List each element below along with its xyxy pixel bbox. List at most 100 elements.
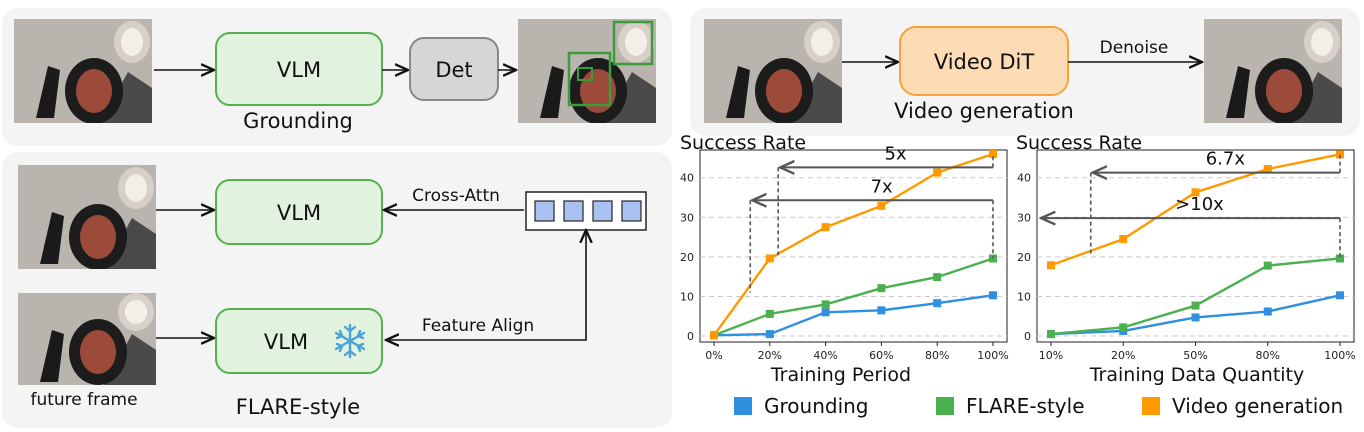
- detection-box: [577, 67, 593, 81]
- legend-label-grounding: Grounding: [764, 394, 869, 418]
- vlm-block-flare-main: VLM: [215, 179, 383, 245]
- series-line-flare: [713, 257, 994, 337]
- snowflake-icon: [334, 323, 366, 359]
- data-point-video: [1263, 165, 1272, 174]
- legend-label-video: Video generation: [1172, 394, 1343, 418]
- x-tick-label: 20%: [1111, 349, 1135, 362]
- future-token-array: [525, 191, 647, 231]
- legend: Grounding FLARE-style Video generation: [734, 394, 1343, 418]
- x-axis-title: Training Data Quantity: [1089, 364, 1305, 386]
- x-tick-label: 40%: [813, 349, 837, 362]
- data-point-grounding: [1263, 307, 1272, 316]
- scene-thumbnail-future-frame: [18, 293, 156, 385]
- x-tick-label: 100%: [977, 349, 1008, 362]
- feature-align-label: Feature Align: [422, 316, 534, 336]
- denoise-label: Denoise: [1100, 38, 1169, 58]
- data-point-video: [1191, 188, 1200, 197]
- y-tick-label: 0: [687, 330, 694, 343]
- y-tick-label: 20: [680, 251, 694, 264]
- token: [592, 200, 613, 222]
- speedup-label: 7x: [871, 176, 893, 197]
- chart-training-period: 0 10 20 30 40 0% 20% 40% 60% 80% 100% Success RateT…: [680, 132, 1009, 386]
- data-point-grounding: [1336, 291, 1344, 300]
- data-point-video: [1336, 150, 1344, 159]
- vlm-block-flare-frozen: VLM: [215, 308, 383, 374]
- x-axis-title: Training Period: [770, 364, 911, 386]
- data-point-video: [821, 223, 830, 232]
- data-point-flare: [1191, 301, 1200, 310]
- x-tick-label: 80%: [1256, 349, 1280, 362]
- data-point-flare: [1336, 254, 1344, 263]
- data-point-flare: [1263, 261, 1272, 270]
- vlm-label: VLM: [264, 330, 308, 354]
- data-point-grounding: [1191, 313, 1200, 322]
- vlm-block-grounding: VLM: [215, 32, 383, 106]
- y-tick-label: 10: [680, 290, 694, 303]
- feature-align-arrow: [386, 230, 586, 340]
- data-point-grounding: [989, 291, 997, 300]
- data-point-grounding: [877, 306, 886, 315]
- speedup-label: >10x: [1175, 194, 1224, 215]
- data-point-video: [1119, 235, 1128, 244]
- data-point-flare: [765, 309, 774, 318]
- y-tick-label: 0: [1024, 330, 1031, 343]
- data-point-flare: [933, 273, 942, 282]
- scene-thumbnail-video-output: [1204, 19, 1342, 123]
- scene-thumbnail-current-frame: [18, 165, 156, 269]
- y-tick-label: 40: [1017, 172, 1031, 185]
- scene-thumbnail-grounding-input: [14, 19, 152, 123]
- legend-swatch-grounding: [734, 397, 752, 415]
- series-line-grounding: [713, 294, 994, 337]
- det-label: Det: [435, 58, 472, 82]
- plot-area: [699, 149, 1008, 343]
- detection-box: [612, 20, 654, 66]
- x-tick-label: 10%: [1039, 349, 1063, 362]
- video-dit-label: Video DiT: [934, 50, 1035, 74]
- x-tick-label: 20%: [758, 349, 782, 362]
- token: [534, 200, 555, 222]
- series-line-video: [713, 152, 994, 336]
- x-tick-label: 100%: [1324, 349, 1355, 362]
- grounding-caption: Grounding: [243, 109, 353, 133]
- det-block: Det: [409, 37, 499, 101]
- y-tick-label: 40: [680, 172, 694, 185]
- legend-swatch-video: [1142, 397, 1160, 415]
- x-tick-label: 60%: [869, 349, 893, 362]
- legend-swatch-flare: [936, 397, 954, 415]
- data-point-video: [710, 331, 718, 340]
- x-tick-label: 80%: [925, 349, 949, 362]
- token: [621, 200, 642, 222]
- data-point-flare: [877, 284, 886, 293]
- video-generation-caption: Video generation: [894, 99, 1074, 123]
- speedup-label: 5x: [885, 143, 907, 164]
- data-point-video: [877, 201, 886, 210]
- y-tick-label: 30: [680, 211, 694, 224]
- legend-label-flare: FLARE-style: [966, 394, 1085, 418]
- data-point-grounding: [765, 330, 774, 339]
- data-point-grounding: [933, 299, 942, 308]
- data-point-grounding: [821, 308, 830, 317]
- scene-thumbnail-grounding-output: [518, 19, 656, 123]
- data-point-flare: [1047, 330, 1055, 339]
- token: [563, 200, 584, 222]
- vlm-label: VLM: [277, 58, 321, 82]
- scene-thumbnail-video-input: [704, 19, 842, 123]
- data-point-video: [765, 254, 774, 263]
- cross-attn-label: Cross-Attn: [412, 186, 500, 206]
- plot-area: [1036, 149, 1355, 343]
- y-axis-title: Success Rate: [680, 132, 806, 154]
- flare-style-caption: FLARE-style: [236, 395, 360, 419]
- data-point-video: [933, 168, 942, 177]
- data-point-flare: [1119, 323, 1128, 332]
- vlm-label: VLM: [277, 201, 321, 225]
- x-tick-label: 0%: [705, 349, 722, 362]
- y-axis-title: Success Rate: [1016, 132, 1142, 154]
- y-tick-label: 30: [1017, 211, 1031, 224]
- y-tick-label: 20: [1017, 251, 1031, 264]
- data-point-video: [989, 149, 997, 158]
- video-dit-block: Video DiT: [899, 26, 1069, 96]
- data-point-video: [1047, 261, 1055, 270]
- x-tick-label: 50%: [1183, 349, 1207, 362]
